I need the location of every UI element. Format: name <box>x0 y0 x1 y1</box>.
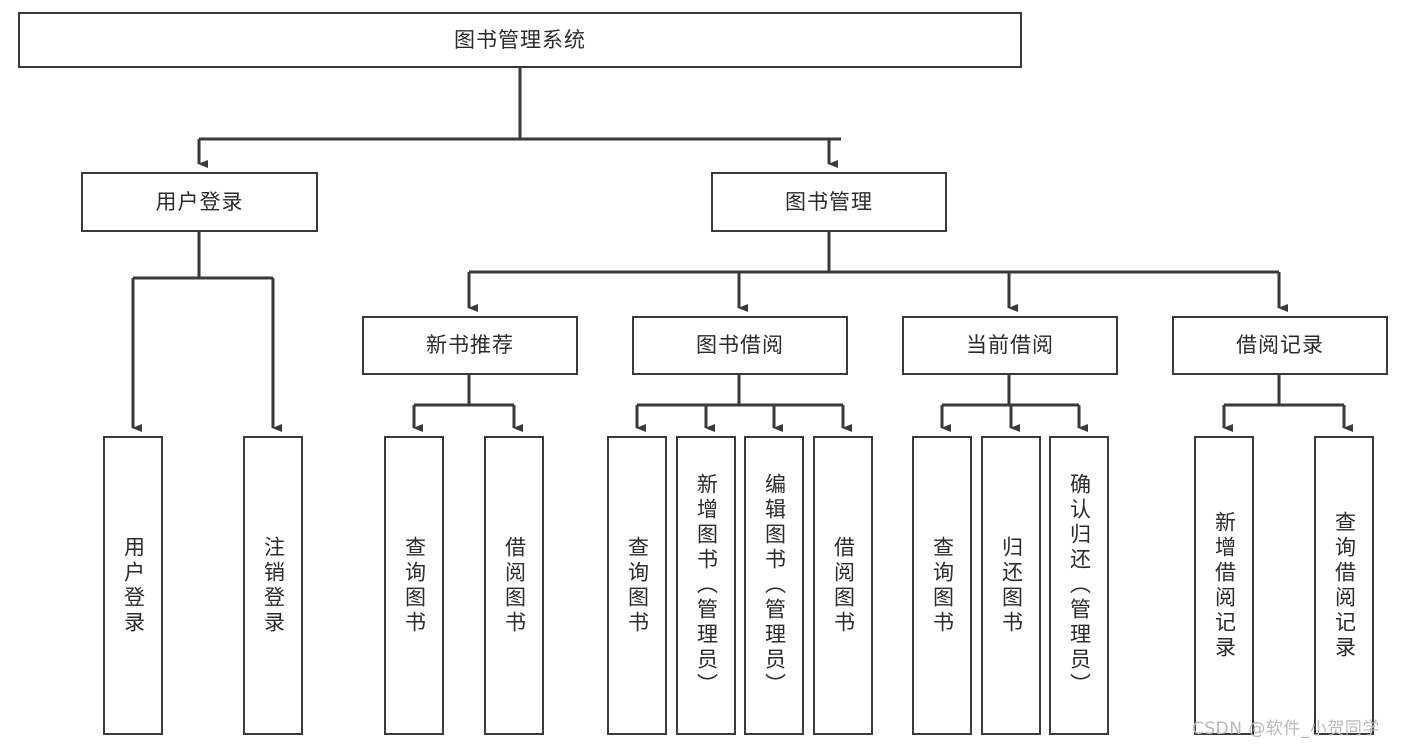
node-new-book-recommend-label: 新书推荐 <box>426 333 514 358</box>
csdn-watermark: CSDN @软件_小贺同学 <box>1192 719 1380 739</box>
leaf-borrow-query-book-label: 查询图书 <box>625 535 650 636</box>
node-new-book-recommend[interactable]: 新书推荐 <box>362 316 578 375</box>
leaf-logout-label: 注销登录 <box>261 535 286 636</box>
leaf-record-add[interactable]: 新增借阅记录 <box>1194 436 1254 735</box>
leaf-current-confirm-return[interactable]: 确认归还（管理员） <box>1049 436 1109 735</box>
node-book-manage-label: 图书管理 <box>785 189 873 214</box>
leaf-logout[interactable]: 注销登录 <box>243 436 303 735</box>
node-root-system-label: 图书管理系统 <box>454 27 586 52</box>
leaf-borrow-add-book-label: 新增图书（管理员） <box>694 473 719 698</box>
leaf-user-login-label: 用户登录 <box>121 535 146 636</box>
leaf-borrow-edit-book[interactable]: 编辑图书（管理员） <box>744 436 804 735</box>
node-current-borrow-label: 当前借阅 <box>966 333 1054 358</box>
leaf-recommend-query-book-label: 查询图书 <box>402 535 427 636</box>
node-user-login-label: 用户登录 <box>155 189 244 214</box>
leaf-record-add-label: 新增借阅记录 <box>1212 510 1237 661</box>
leaf-current-query-book[interactable]: 查询图书 <box>912 436 972 735</box>
leaf-recommend-borrow-book[interactable]: 借阅图书 <box>484 436 544 735</box>
leaf-current-query-book-label: 查询图书 <box>930 535 955 636</box>
node-borrow-record-label: 借阅记录 <box>1236 333 1324 358</box>
leaf-current-return-book-label: 归还图书 <box>999 535 1024 636</box>
node-root-system[interactable]: 图书管理系统 <box>18 12 1022 68</box>
leaf-record-query[interactable]: 查询借阅记录 <box>1314 436 1374 735</box>
leaf-borrow-borrow-book-label: 借阅图书 <box>831 535 856 636</box>
leaf-recommend-query-book[interactable]: 查询图书 <box>384 436 444 735</box>
leaf-record-query-label: 查询借阅记录 <box>1332 510 1357 661</box>
leaf-borrow-borrow-book[interactable]: 借阅图书 <box>813 436 873 735</box>
node-book-borrow-label: 图书借阅 <box>696 333 784 358</box>
node-book-borrow[interactable]: 图书借阅 <box>632 316 848 375</box>
node-borrow-record[interactable]: 借阅记录 <box>1172 316 1388 375</box>
node-current-borrow[interactable]: 当前借阅 <box>902 316 1118 375</box>
leaf-borrow-add-book[interactable]: 新增图书（管理员） <box>676 436 736 735</box>
leaf-user-login[interactable]: 用户登录 <box>103 436 163 735</box>
leaf-current-return-book[interactable]: 归还图书 <box>981 436 1041 735</box>
leaf-borrow-edit-book-label: 编辑图书（管理员） <box>762 473 787 698</box>
leaf-recommend-borrow-book-label: 借阅图书 <box>502 535 527 636</box>
leaf-current-confirm-return-label: 确认归还（管理员） <box>1067 473 1092 698</box>
node-book-manage[interactable]: 图书管理 <box>711 172 947 232</box>
leaf-borrow-query-book[interactable]: 查询图书 <box>607 436 667 735</box>
node-user-login[interactable]: 用户登录 <box>81 172 318 232</box>
